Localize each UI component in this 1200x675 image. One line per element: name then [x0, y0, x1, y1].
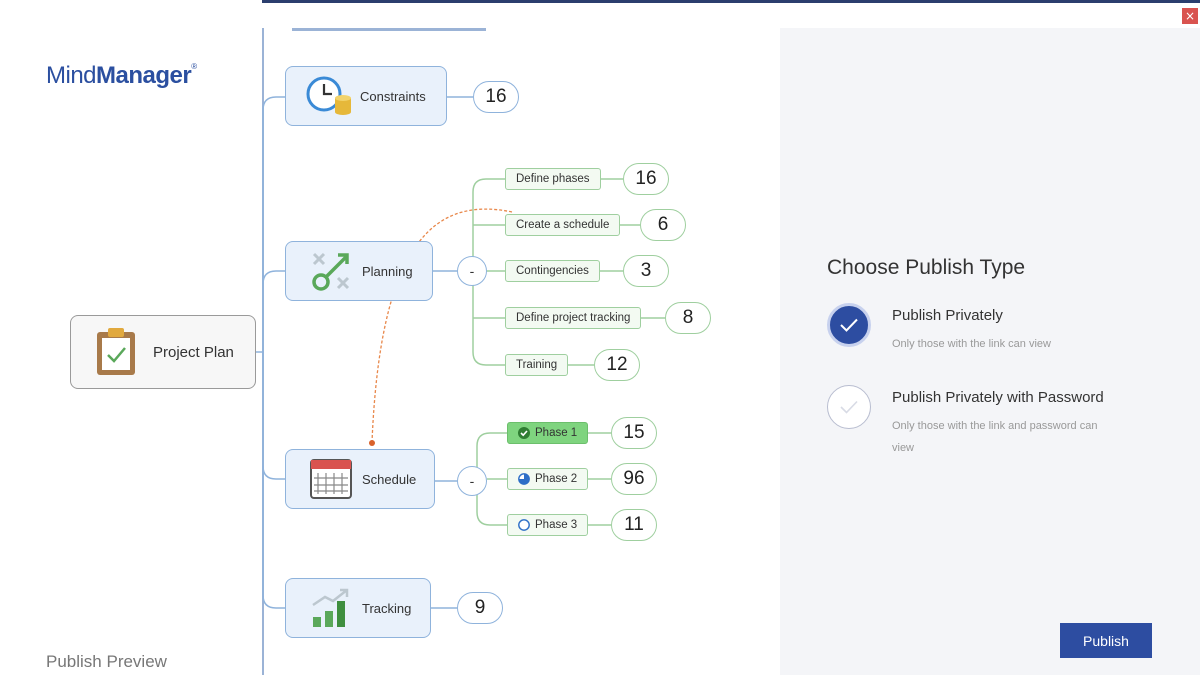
subtopic-phase-2[interactable]: Phase 2: [507, 468, 589, 490]
subtopic-create-a-schedule[interactable]: Create a schedule: [505, 214, 621, 236]
count-badge: 12: [594, 349, 640, 381]
subtopic-label: Phase 2: [535, 473, 578, 485]
publish-preview-label: Publish Preview: [46, 652, 167, 671]
clock-coins-icon: [304, 72, 354, 120]
count-badge-constraints: 16: [473, 81, 519, 113]
publish-type-heading: Choose Publish Type: [827, 256, 1026, 279]
subtopic-contingencies[interactable]: Contingencies: [505, 260, 600, 282]
subtopic-label: Create a schedule: [516, 219, 610, 231]
connector-tracking: [262, 594, 286, 609]
subtopic-label: Phase 3: [535, 519, 578, 531]
topic-planning[interactable]: Planning: [285, 241, 433, 301]
count-badge: 96: [611, 463, 657, 495]
calendar-icon: [306, 455, 356, 503]
publish-panel: [780, 28, 1200, 675]
subtopic-label: Contingencies: [516, 265, 589, 277]
subtopic-phase-3[interactable]: Phase 3: [507, 514, 589, 536]
subtopic-training[interactable]: Training: [505, 354, 569, 376]
connector-phase-3: [476, 511, 507, 526]
option-publish-privately[interactable]: Publish Privately Only those with the li…: [827, 303, 1167, 363]
logo-bold: Manager: [96, 62, 192, 89]
publish-button[interactable]: Publish: [1060, 623, 1152, 658]
count-badge-tracking: 9: [457, 592, 503, 624]
subtopic-label: Define phases: [516, 173, 590, 185]
collapse-toggle-planning[interactable]: -: [457, 256, 487, 286]
connector-phase-1: [476, 432, 507, 447]
count-badge: 11: [611, 509, 657, 541]
topic-constraints[interactable]: Constraints: [285, 66, 447, 126]
logo-registered: ®: [191, 62, 197, 71]
subtopic-label: Training: [516, 359, 558, 371]
subtopic-label: Phase 1: [535, 427, 578, 439]
clipboard-check-icon: [91, 328, 141, 376]
progress-three-quarter-icon: [518, 473, 530, 485]
option-title: Publish Privately with Password: [892, 389, 1104, 406]
option-title: Publish Privately: [892, 307, 1003, 324]
window-top-border: [0, 0, 1200, 3]
topic-label: Planning: [362, 263, 413, 279]
relationship-endpoint: [369, 440, 375, 446]
close-button[interactable]: ×: [1182, 8, 1198, 24]
radio-unselected-icon[interactable]: [827, 385, 871, 429]
topic-label: Constraints: [360, 88, 426, 104]
progress-empty-icon: [518, 519, 530, 531]
option-subtitle: Only those with the link can view: [892, 338, 1051, 350]
topic-label: Schedule: [362, 471, 417, 487]
count-badge: 16: [623, 163, 669, 195]
count-badge: 3: [623, 255, 669, 287]
subtopic-define-project-tracking[interactable]: Define project tracking: [505, 307, 642, 329]
root-node-label: Project Plan: [153, 343, 234, 361]
complete-check-icon: [518, 427, 530, 439]
count-badge: 8: [665, 302, 711, 334]
topic-tracking[interactable]: Tracking: [285, 578, 431, 638]
bar-chart-icon: [306, 584, 356, 632]
option-subtitle: Only those with the link and password ca…: [892, 420, 1098, 454]
app-logo: MindManager®: [46, 62, 197, 90]
collapse-toggle-schedule[interactable]: -: [457, 466, 487, 496]
connector-define-phases: [472, 178, 505, 193]
connector-planning: [262, 270, 286, 285]
top-accent-line: [292, 28, 486, 31]
connector-task-counts: [567, 178, 665, 526]
connector-schedule: [262, 465, 286, 480]
key-strategy-icon: [306, 247, 356, 295]
topic-label: Tracking: [362, 600, 412, 616]
topic-schedule[interactable]: Schedule: [285, 449, 435, 509]
subtopic-label: Define project tracking: [516, 312, 631, 324]
root-node-project-plan[interactable]: Project Plan: [70, 315, 256, 389]
connector-constraints: [262, 96, 286, 111]
subtopic-phase-1[interactable]: Phase 1: [507, 422, 589, 444]
connector-training: [472, 351, 505, 366]
count-badge: 15: [611, 417, 657, 449]
count-badge: 6: [640, 209, 686, 241]
subtopic-define-phases[interactable]: Define phases: [505, 168, 601, 190]
radio-selected-icon[interactable]: [827, 303, 871, 347]
logo-light: Mind: [46, 62, 97, 89]
option-publish-with-password[interactable]: Publish Privately with Password Only tho…: [827, 385, 1167, 465]
